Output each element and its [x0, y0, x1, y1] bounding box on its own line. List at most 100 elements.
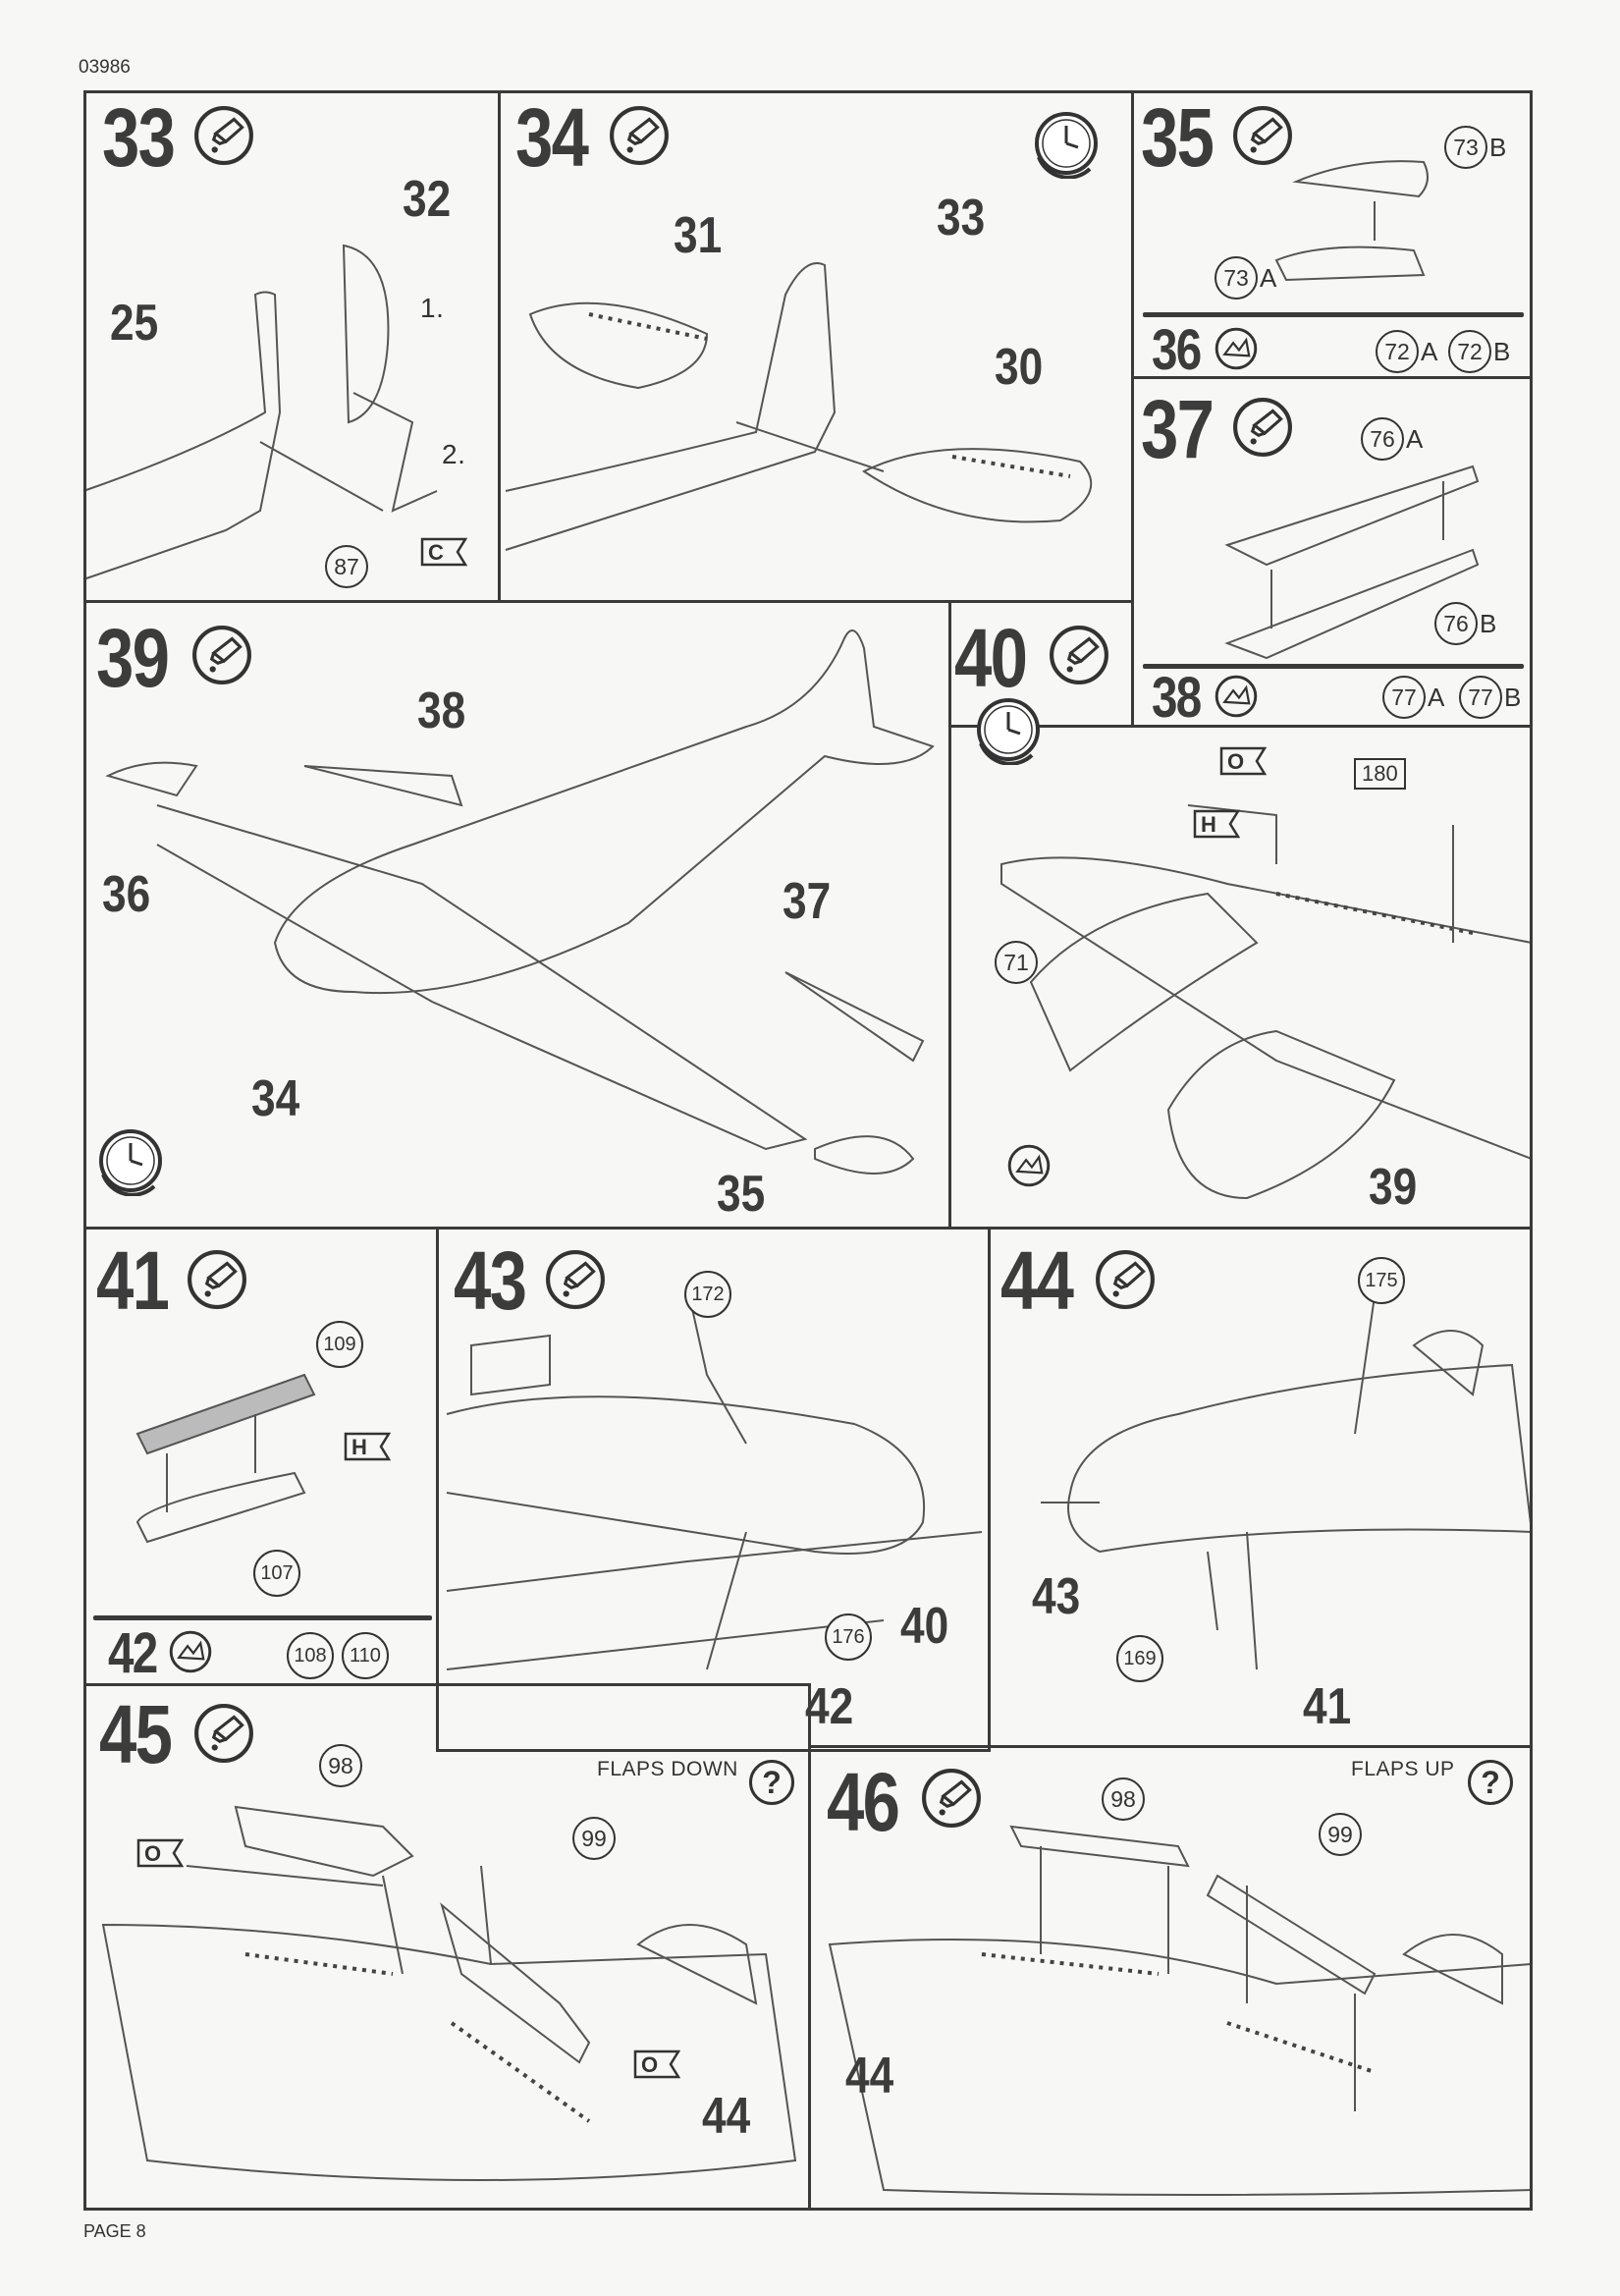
part-callout: 172	[684, 1271, 731, 1318]
part-number: 40	[900, 1598, 949, 1655]
part-number: 39	[1369, 1159, 1418, 1216]
document-number: 03986	[79, 57, 131, 78]
part-callout: 87	[325, 545, 368, 588]
paint-icon	[1215, 327, 1258, 370]
part-callout: 109	[316, 1321, 363, 1368]
step-number: 34	[515, 91, 589, 184]
part-number: 30	[995, 339, 1044, 396]
drying-time-clock-icon	[95, 1125, 166, 1196]
part-callout: 99	[1319, 1813, 1362, 1856]
glue-icon	[187, 1249, 247, 1310]
part-callout: 98	[319, 1744, 362, 1787]
part-number: 43	[1032, 1568, 1081, 1625]
divider	[1143, 664, 1524, 669]
sprue-flag: O	[1219, 746, 1268, 776]
step-number: 46	[827, 1756, 900, 1848]
part-number: 172	[684, 1271, 731, 1318]
part-suffix: A	[1421, 337, 1438, 366]
part-number: 71	[995, 941, 1038, 984]
glue-icon	[191, 625, 252, 685]
part-callout: 175	[1358, 1257, 1405, 1304]
sprue-flag: O	[136, 1838, 185, 1868]
glue-icon	[193, 105, 254, 166]
part-suffix: A	[1428, 683, 1445, 712]
part-number: 73	[1444, 126, 1487, 169]
sprue-letter: O	[641, 2052, 659, 2077]
part-number: 109	[316, 1321, 363, 1368]
part-callout: 71	[995, 941, 1038, 984]
help-icon: ?	[749, 1760, 794, 1805]
part-number: 110	[342, 1632, 389, 1679]
part-number: 98	[319, 1744, 362, 1787]
step-number: 43	[454, 1234, 527, 1327]
sprue-flag: H	[344, 1432, 392, 1461]
flaps-down-label: FLAPS DOWN	[597, 1758, 738, 1780]
part-number: 36	[102, 866, 151, 923]
part-number: 99	[572, 1817, 616, 1860]
glue-icon	[545, 1249, 606, 1310]
paint-icon	[1215, 675, 1258, 718]
part-number: 31	[674, 207, 723, 264]
glue-icon	[1232, 105, 1293, 166]
divider	[1143, 312, 1524, 317]
part-suffix: A	[1260, 263, 1277, 293]
divider	[93, 1615, 432, 1620]
glue-icon	[1232, 397, 1293, 458]
part-number: 107	[253, 1550, 300, 1597]
step-number: 42	[108, 1621, 158, 1685]
glue-icon	[921, 1768, 982, 1829]
step-number: 45	[99, 1688, 173, 1780]
step-number: 38	[1152, 666, 1202, 730]
part-number: 87	[325, 545, 368, 588]
sprue-letter: O	[1227, 749, 1245, 774]
sprue-flag: O	[633, 2050, 681, 2079]
drying-time-clock-icon	[1031, 108, 1102, 179]
part-number: 44	[845, 2048, 894, 2105]
part-number: 169	[1116, 1635, 1163, 1682]
part-number: 77	[1382, 676, 1426, 719]
part-number: 108	[287, 1632, 334, 1679]
sprue-letter: H	[1201, 812, 1216, 837]
part-number: 41	[1303, 1678, 1352, 1735]
clear-part-number: 180	[1354, 758, 1406, 790]
step-46-panel	[808, 1745, 1533, 2211]
part-number: 76	[1434, 602, 1478, 645]
part-number: 25	[110, 295, 159, 352]
substep-label: 1.	[420, 293, 445, 323]
step-number: 35	[1141, 91, 1215, 184]
part-number: 73	[1215, 256, 1258, 300]
sprue-letter: O	[144, 1841, 162, 1866]
glue-icon	[193, 1703, 254, 1764]
step-number: 44	[1000, 1234, 1074, 1327]
part-suffix: B	[1504, 683, 1522, 712]
part-number: 98	[1102, 1777, 1145, 1821]
part-suffix: B	[1489, 133, 1507, 162]
part-callout: 169	[1116, 1635, 1163, 1682]
part-number: 76	[1361, 417, 1404, 461]
part-suffix: A	[1406, 424, 1424, 454]
part-number: 72	[1376, 330, 1419, 373]
part-number: 72	[1448, 330, 1491, 373]
tape-icon	[1007, 1144, 1051, 1187]
sprue-letter: H	[351, 1435, 367, 1459]
paint-icon	[169, 1630, 212, 1673]
substep-label: 2.	[442, 439, 466, 469]
step-37-divider	[1131, 376, 1533, 379]
part-number: 38	[417, 683, 466, 739]
sprue-flag: H	[1193, 809, 1241, 839]
part-callout: 107	[253, 1550, 300, 1597]
part-number: 35	[717, 1166, 766, 1223]
flaps-up-label: FLAPS UP	[1351, 1758, 1455, 1780]
part-suffix: B	[1480, 609, 1497, 638]
part-number: 37	[783, 873, 832, 930]
help-icon: ?	[1468, 1760, 1513, 1805]
sprue-flag: C	[420, 537, 468, 567]
step-number: 37	[1141, 383, 1215, 475]
